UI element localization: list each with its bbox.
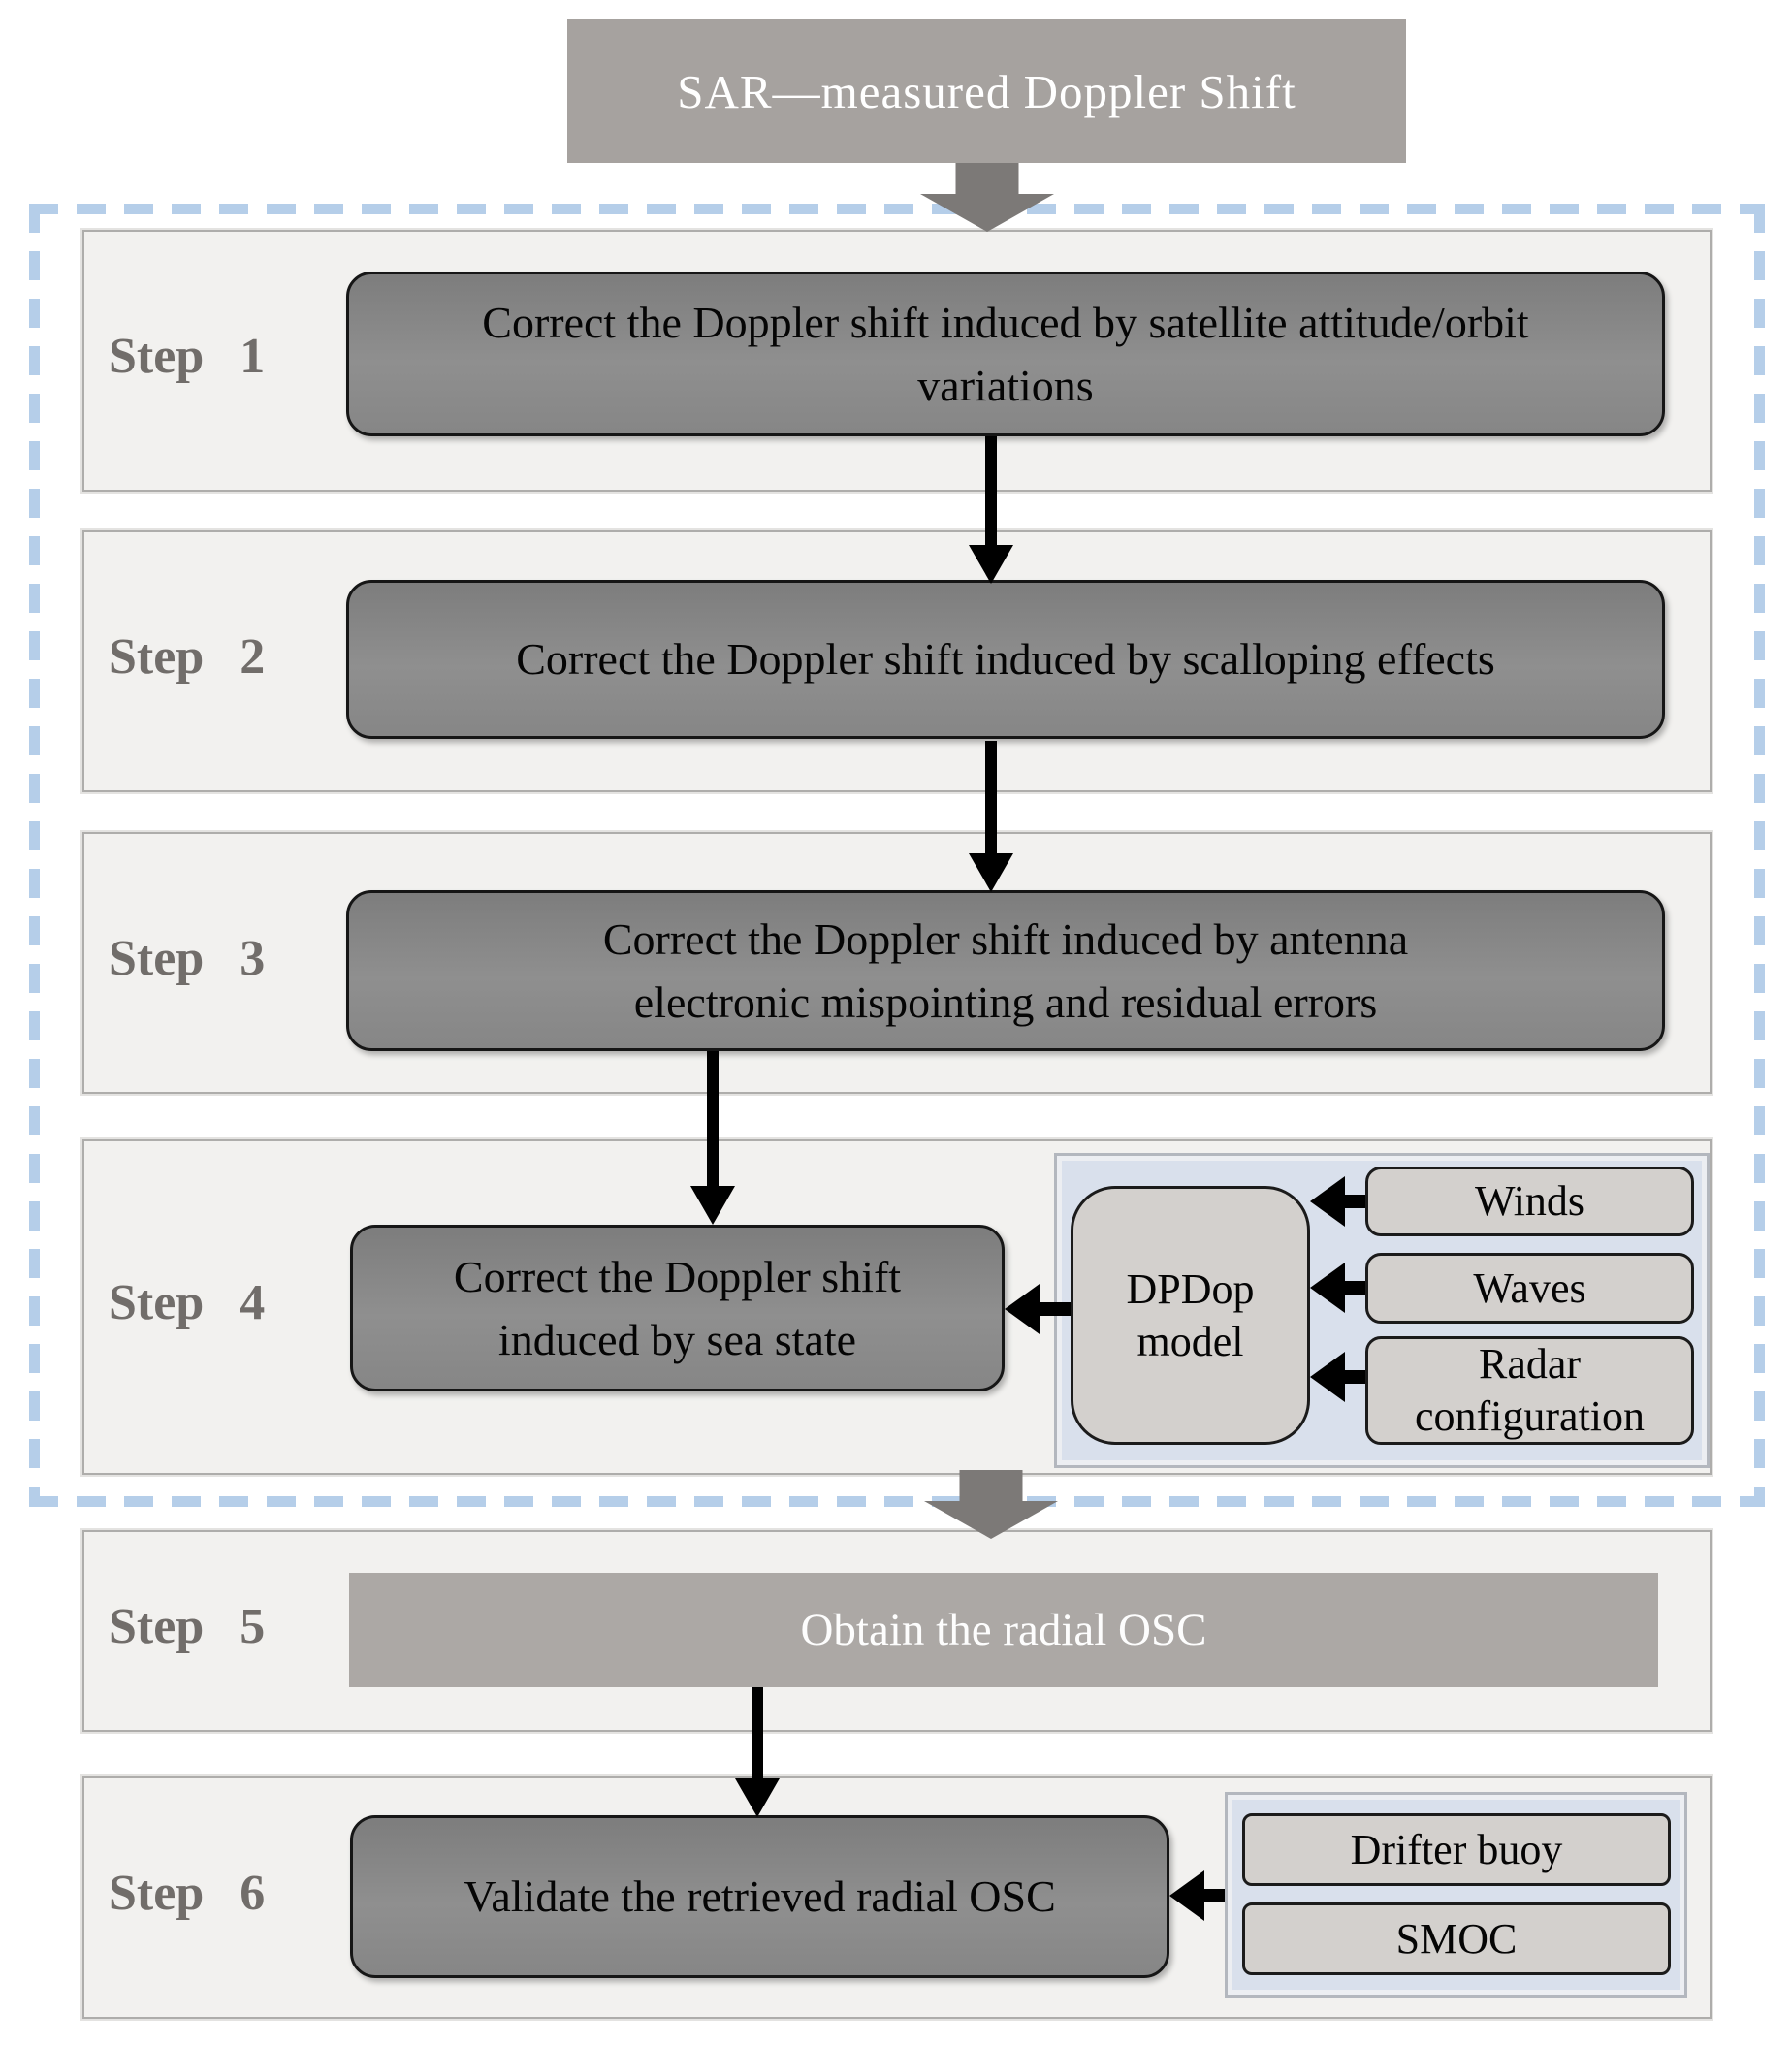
arrow-head [969,853,1013,892]
step4-label: Step 4 [109,1275,266,1330]
header-title: SAR—measured Doppler Shift [677,64,1296,118]
arrow-references-to-step6 [1169,1870,1225,1921]
arrow-head [1169,1870,1204,1921]
dpdop-model-text: DPDop model [1126,1264,1255,1365]
dashed-frame-right [1754,204,1765,1507]
step2-text: Correct the Doppler shift induced by sca… [516,634,1495,685]
waves-text: Waves [1473,1263,1586,1312]
arrow-head [1310,1352,1345,1402]
smoc-text: SMOC [1395,1914,1518,1963]
step1-label: Step 1 [109,329,266,384]
arrow-head [969,545,1013,584]
arrow-step5-to-step6 [735,1687,780,1817]
arrow-shaft [707,1051,719,1189]
step1-text: Correct the Doppler shift induced by sat… [482,297,1529,410]
arrow-step2-to-step3 [969,741,1013,892]
smoc-box: SMOC [1242,1902,1671,1975]
step3-process-box: Correct the Doppler shift induced by ant… [346,890,1665,1051]
gray-down-arrow-top [920,163,1054,232]
step3-label: Step 3 [109,931,266,986]
step4-text: Correct the Doppler shift induced by sea… [453,1251,902,1364]
arrow-shaft [985,436,997,548]
arrow-head [920,194,1054,232]
arrow-shaft [752,1687,763,1781]
arrow-head [735,1778,780,1817]
waves-box: Waves [1365,1253,1694,1324]
arrow-shaft [959,1470,1023,1502]
arrow-shaft [1341,1195,1365,1208]
step2-process-box: Correct the Doppler shift induced by sca… [346,580,1665,739]
step1-process-box: Correct the Doppler shift induced by sat… [346,272,1665,436]
drifter-buoy-box: Drifter buoy [1242,1813,1671,1886]
arrow-head [690,1186,735,1225]
gray-down-arrow-bottom [924,1470,1058,1539]
step6-text: Validate the retrieved radial OSC [464,1871,1056,1922]
winds-box: Winds [1365,1167,1694,1236]
step3-text: Correct the Doppler shift induced by ant… [602,913,1409,1027]
dashed-frame-left [29,204,40,1507]
arrow-head [1310,1176,1345,1227]
header-box: SAR—measured Doppler Shift [567,19,1406,163]
arrow-step3-to-step4 [690,1051,735,1225]
radar-configuration-text: Radar configuration [1414,1340,1646,1440]
step2-label: Step 2 [109,629,266,685]
arrow-shaft [985,741,997,856]
drifter-buoy-text: Drifter buoy [1350,1825,1563,1873]
arrow-head [1310,1263,1345,1313]
arrow-shaft [1341,1370,1365,1384]
arrow-step1-to-step2 [969,436,1013,584]
step5-label: Step 5 [109,1599,266,1654]
arrow-radar-to-dpdop [1310,1352,1365,1402]
step5-process-box: Obtain the radial OSC [349,1573,1658,1687]
dashed-frame-top [29,204,1765,214]
winds-text: Winds [1474,1177,1585,1226]
step4-process-box: Correct the Doppler shift induced by sea… [350,1225,1005,1391]
dashed-frame-bottom [29,1496,1765,1507]
step6-process-box: Validate the retrieved radial OSC [350,1815,1169,1978]
arrow-shaft [1200,1889,1225,1902]
arrow-waves-to-dpdop [1310,1263,1365,1313]
arrow-dpdop-to-step4 [1005,1284,1071,1334]
arrow-head [1005,1284,1040,1334]
dpdop-model-box: DPDop model [1071,1186,1310,1445]
radar-configuration-box: Radar configuration [1365,1336,1694,1445]
arrow-head [924,1501,1058,1539]
arrow-shaft [1036,1302,1071,1316]
arrow-winds-to-dpdop [1310,1176,1365,1227]
step6-label: Step 6 [109,1866,266,1921]
arrow-shaft [955,163,1019,195]
arrow-shaft [1341,1281,1365,1295]
step5-text: Obtain the radial OSC [800,1605,1207,1655]
